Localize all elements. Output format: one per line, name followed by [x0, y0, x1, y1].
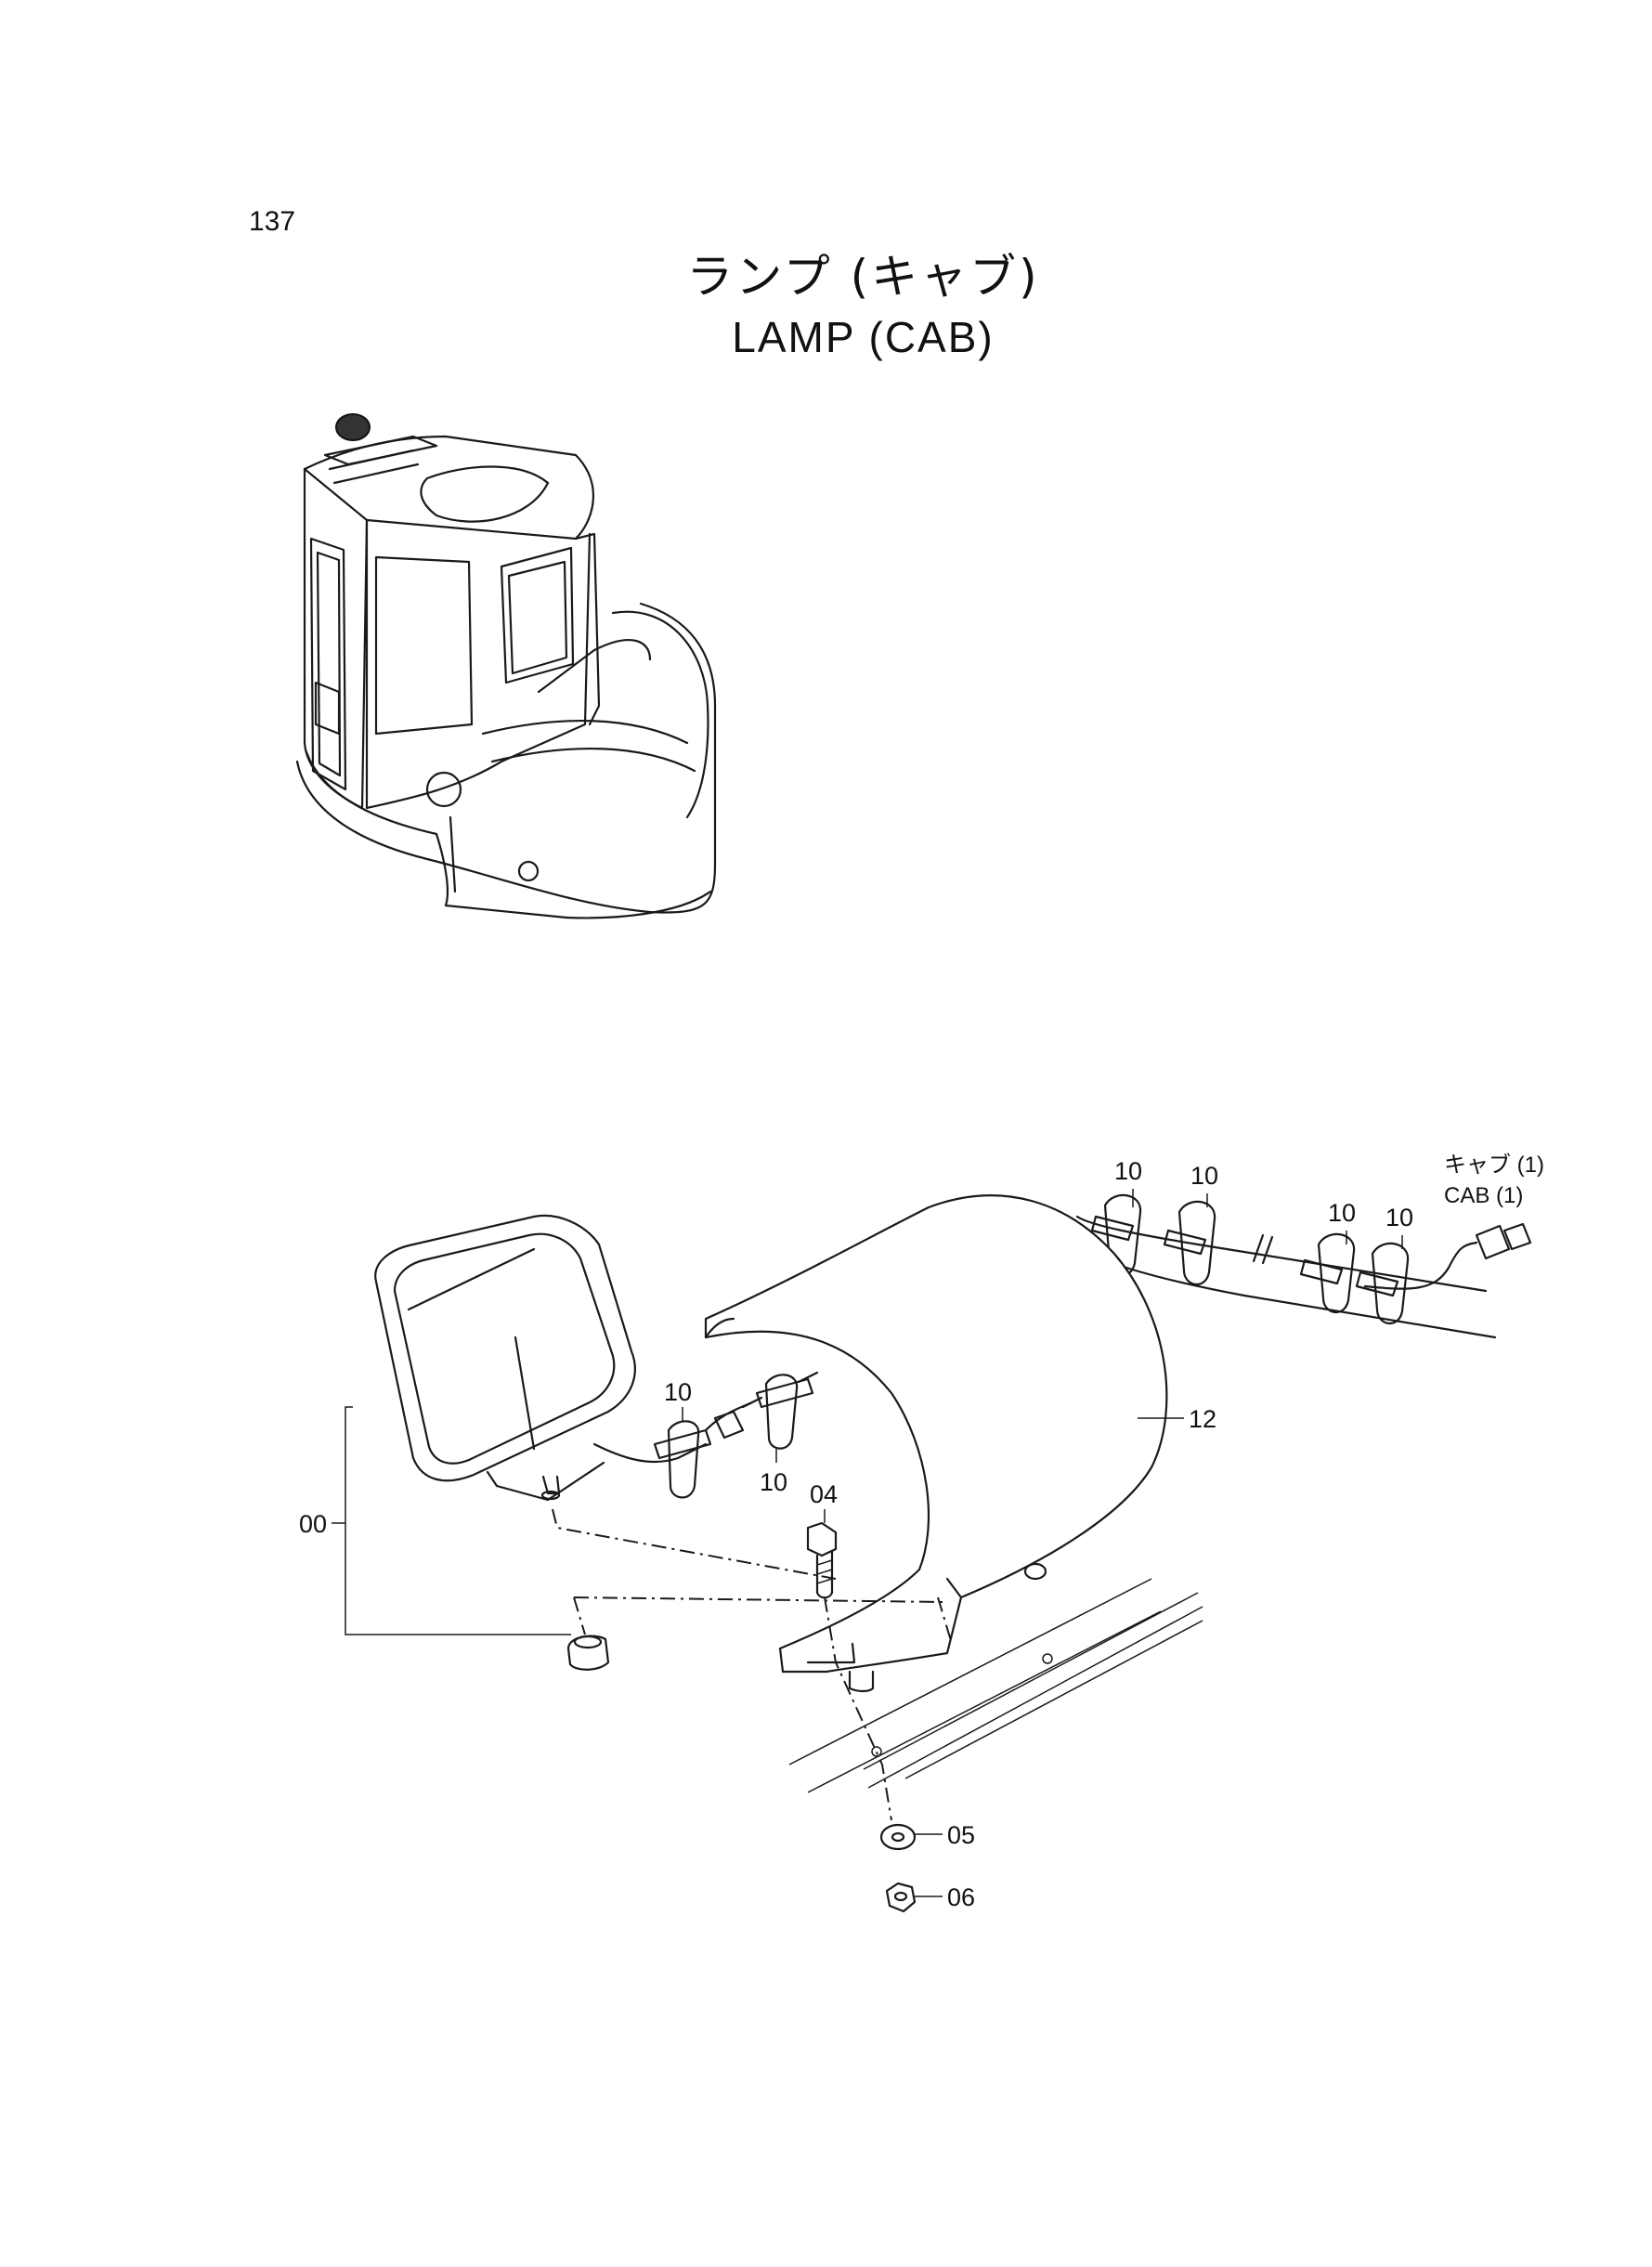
nut-06: [885, 1882, 917, 1913]
callout-clamp-5: 10: [664, 1378, 692, 1406]
work-lamp: [374, 1214, 708, 1502]
callout-guard: 12: [1189, 1405, 1216, 1433]
page-number: 137: [249, 206, 296, 237]
callout-washer: 05: [947, 1821, 975, 1849]
callout-clamp-3: 10: [1328, 1199, 1356, 1227]
bolt-04: [806, 1521, 838, 1599]
cab-overview-illustration: [295, 413, 717, 919]
callout-lamp-assembly: 00: [299, 1510, 327, 1538]
page-title: ランプ (キャブ) LAMP (CAB): [0, 240, 1652, 362]
callout-clamp-1: 10: [1114, 1157, 1142, 1185]
callout-bolt: 04: [810, 1480, 838, 1508]
nut-00: [566, 1635, 610, 1671]
title-japanese: ランプ (キャブ): [686, 250, 1040, 304]
mounting-frame: [788, 1578, 1203, 1793]
assembly-lines: [552, 1508, 953, 1821]
title-english: LAMP (CAB): [732, 313, 995, 361]
lamp-guard: [704, 1194, 1168, 1693]
callout-clamp-6: 10: [760, 1468, 787, 1496]
callout-nut: 06: [947, 1883, 975, 1911]
callout-clamp-4: 10: [1385, 1204, 1413, 1231]
connection-note-japanese: キャブ (1): [1444, 1153, 1544, 1178]
lamp-cable-clamps: [653, 1371, 819, 1499]
harness-clamps: [1090, 1193, 1410, 1324]
washer-05: [879, 1823, 917, 1851]
connection-note-english: CAB (1): [1444, 1183, 1523, 1208]
leader-lines: [332, 1189, 1403, 1897]
callout-labels: 10 10 10 10 10 10 04 00 12 05 06 キャブ (1)…: [299, 1153, 1544, 1911]
callout-clamp-2: 10: [1190, 1162, 1218, 1190]
